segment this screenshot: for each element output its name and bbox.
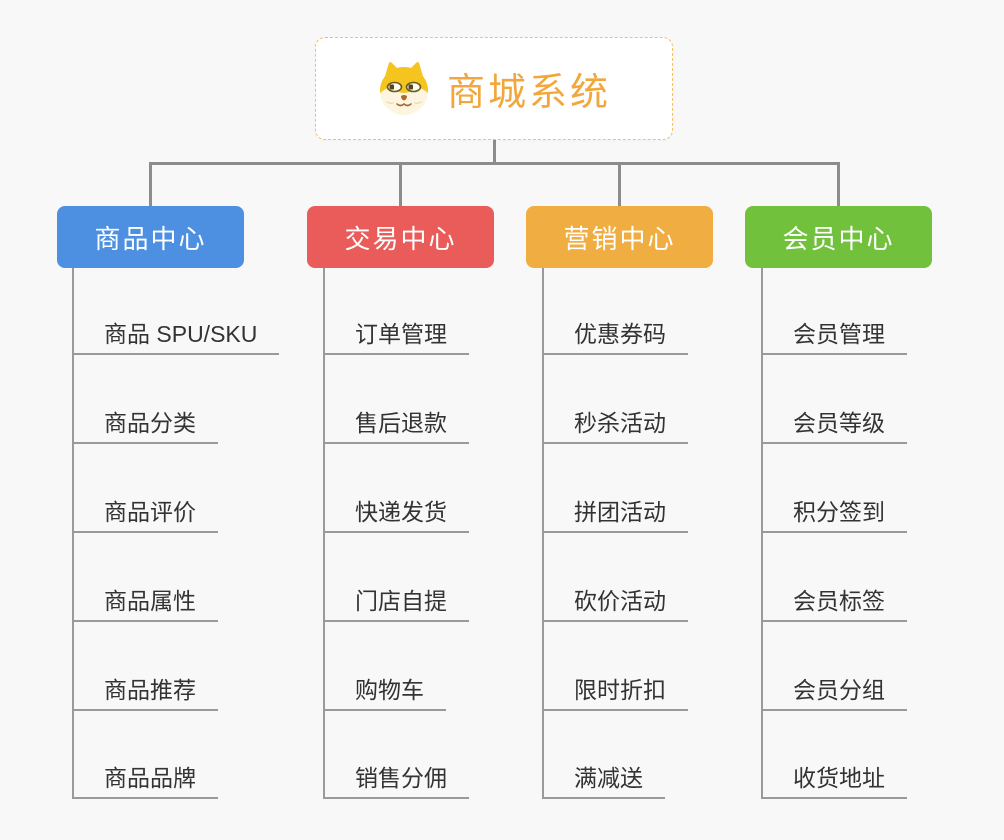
child-item-limited-time-discount[interactable]: 限时折扣 [542, 671, 688, 711]
child-item-product-brand[interactable]: 商品品牌 [72, 759, 218, 799]
branch-line-member [761, 268, 763, 799]
child-item-points-checkin[interactable]: 积分签到 [761, 493, 907, 533]
child-item-product-attribute[interactable]: 商品属性 [72, 582, 218, 622]
branch-node-trade-center[interactable]: 交易中心 [307, 206, 494, 268]
branch-line-product [72, 268, 74, 799]
child-item-product-recommend[interactable]: 商品推荐 [72, 671, 218, 711]
branch-node-product-center[interactable]: 商品中心 [57, 206, 244, 268]
child-item-member-tags[interactable]: 会员标签 [761, 582, 907, 622]
child-item-member-management[interactable]: 会员管理 [761, 315, 907, 355]
root-node[interactable]: 商城系统 [315, 37, 673, 140]
child-item-flash-sale[interactable]: 秒杀活动 [542, 404, 688, 444]
connector-drop-product [149, 162, 152, 206]
branch-line-trade [323, 268, 325, 799]
connector-drop-marketing [618, 162, 621, 206]
child-item-spend-save[interactable]: 满减送 [542, 759, 665, 799]
child-item-product-review[interactable]: 商品评价 [72, 493, 218, 533]
child-item-express-delivery[interactable]: 快递发货 [323, 493, 469, 533]
child-item-coupon-code[interactable]: 优惠券码 [542, 315, 688, 355]
child-item-shopping-cart[interactable]: 购物车 [323, 671, 446, 711]
child-item-product-spu-sku[interactable]: 商品 SPU/SKU [72, 315, 280, 355]
connector-root-stub [493, 140, 496, 163]
child-item-member-groups[interactable]: 会员分组 [761, 671, 907, 711]
branch-node-member-center[interactable]: 会员中心 [745, 206, 932, 268]
child-item-order-management[interactable]: 订单管理 [323, 315, 469, 355]
child-item-group-buy[interactable]: 拼团活动 [542, 493, 688, 533]
connector-drop-member [837, 162, 840, 206]
branch-line-marketing [542, 268, 544, 799]
child-item-member-level[interactable]: 会员等级 [761, 404, 907, 444]
child-item-store-pickup[interactable]: 门店自提 [323, 582, 469, 622]
connector-horizontal-bar [149, 162, 840, 165]
child-item-shipping-address[interactable]: 收货地址 [761, 759, 907, 799]
child-item-sales-commission[interactable]: 销售分佣 [323, 759, 469, 799]
branch-node-marketing-center[interactable]: 营销中心 [526, 206, 713, 268]
child-item-bargain-activity[interactable]: 砍价活动 [542, 582, 688, 622]
root-title: 商城系统 [446, 72, 611, 114]
child-item-aftersale-refund[interactable]: 售后退款 [323, 404, 469, 444]
dog-face-icon [377, 61, 431, 116]
child-item-product-category[interactable]: 商品分类 [72, 404, 218, 444]
connector-drop-trade [399, 162, 402, 206]
